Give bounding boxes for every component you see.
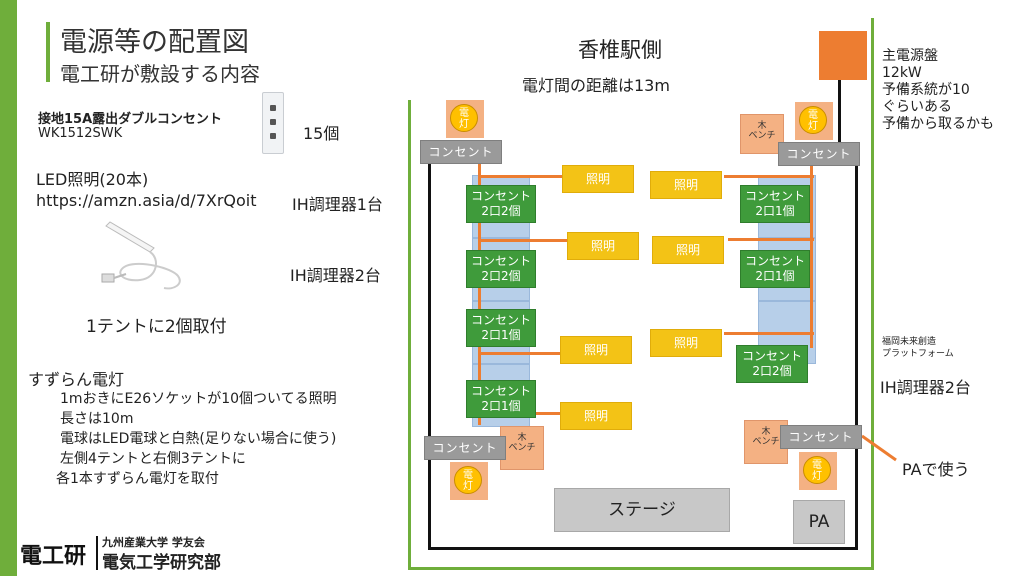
pa-arrow <box>861 434 897 462</box>
cable <box>478 239 568 242</box>
outlet-box: コンセント <box>424 436 506 460</box>
led-title: LED照明(20本) <box>36 170 149 189</box>
lighting-box: 照明 <box>560 402 632 430</box>
outlet-box: コンセント <box>778 142 860 166</box>
suzuran-line: 左側4テントと右側3テントに <box>60 451 246 467</box>
lamp-distance: 電灯間の距離は13m <box>522 76 670 95</box>
lighting-box: 照明 <box>652 236 724 264</box>
stage: ステージ <box>554 488 730 532</box>
page-subtitle: 電工研が敷設する内容 <box>60 62 260 86</box>
outlet-box: コンセント <box>420 140 502 164</box>
suzuran-line: 各1本すずらん電灯を取付 <box>56 471 219 487</box>
lighting-box: 照明 <box>650 329 722 357</box>
cable <box>478 163 481 425</box>
venue-border-right <box>871 18 874 570</box>
led-url[interactable]: https://amzn.asia/d/7XrQoit <box>36 191 257 210</box>
pa-use-label: PAで使う <box>902 460 970 479</box>
title-accent-bar <box>46 22 50 82</box>
led-light-image <box>101 221 181 290</box>
ih-2-label: IH調理器2台 <box>290 266 381 285</box>
outlet-model: WK1512SWK <box>38 126 123 141</box>
university-name: 九州産業大学 学友会 <box>102 536 205 549</box>
suzuran-line: 1mおきにE26ソケットが10個ついてる照明 <box>60 391 337 407</box>
wooden-bench: 木ベンチ <box>500 426 544 470</box>
lighting-box: 照明 <box>567 232 639 260</box>
event-area-edge <box>838 70 841 162</box>
pa-booth: PA <box>793 500 845 544</box>
cable <box>724 175 814 178</box>
cable <box>724 332 814 335</box>
platform-label: 福岡未来創造 プラットフォーム <box>882 337 954 359</box>
suzuran-title: すずらん電灯 <box>28 370 125 389</box>
lighting-box: 照明 <box>650 171 722 199</box>
venue-border-left <box>408 100 411 570</box>
street-lamp: 電灯 <box>450 462 488 500</box>
street-lamp: 電灯 <box>799 452 837 490</box>
main-power-panel <box>819 31 867 80</box>
station-label: 香椎駅側 <box>578 38 662 62</box>
suzuran-line: 長さは10m <box>60 411 134 427</box>
right-ih-label: IH調理器2台 <box>880 378 971 397</box>
cable <box>728 238 814 241</box>
wooden-bench: 木ベンチ <box>740 114 784 154</box>
suzuran-line: 電球はLED電球と白熱(足りない場合に使う) <box>60 431 337 447</box>
street-lamp: 電灯 <box>795 102 833 140</box>
main-panel-info: 主電源盤 12kW 予備系統が10 ぐらいある 予備から取るかも <box>882 48 994 132</box>
ih-1-label: IH調理器1台 <box>292 195 383 214</box>
outlet-name: 接地15A露出ダブルコンセント <box>38 112 222 127</box>
club-logo: 電工研 <box>20 543 87 569</box>
cable <box>810 163 813 348</box>
venue-border-bottom <box>408 567 874 570</box>
page-title: 電源等の配置図 <box>60 27 249 58</box>
event-area <box>428 160 858 550</box>
outlet-image <box>262 92 284 154</box>
lighting-box: 照明 <box>560 336 632 364</box>
outlet-count: 15個 <box>303 124 340 143</box>
club-name: 電気工学研究部 <box>102 553 221 573</box>
street-lamp: 電灯 <box>446 100 484 138</box>
left-accent-bar <box>0 0 17 576</box>
lighting-box: 照明 <box>562 165 634 193</box>
cable <box>478 352 560 355</box>
outlet-box: コンセント <box>780 425 862 449</box>
per-tent-note: 1テントに2個取付 <box>86 317 227 337</box>
cable <box>478 175 563 178</box>
logo-divider <box>96 536 98 570</box>
